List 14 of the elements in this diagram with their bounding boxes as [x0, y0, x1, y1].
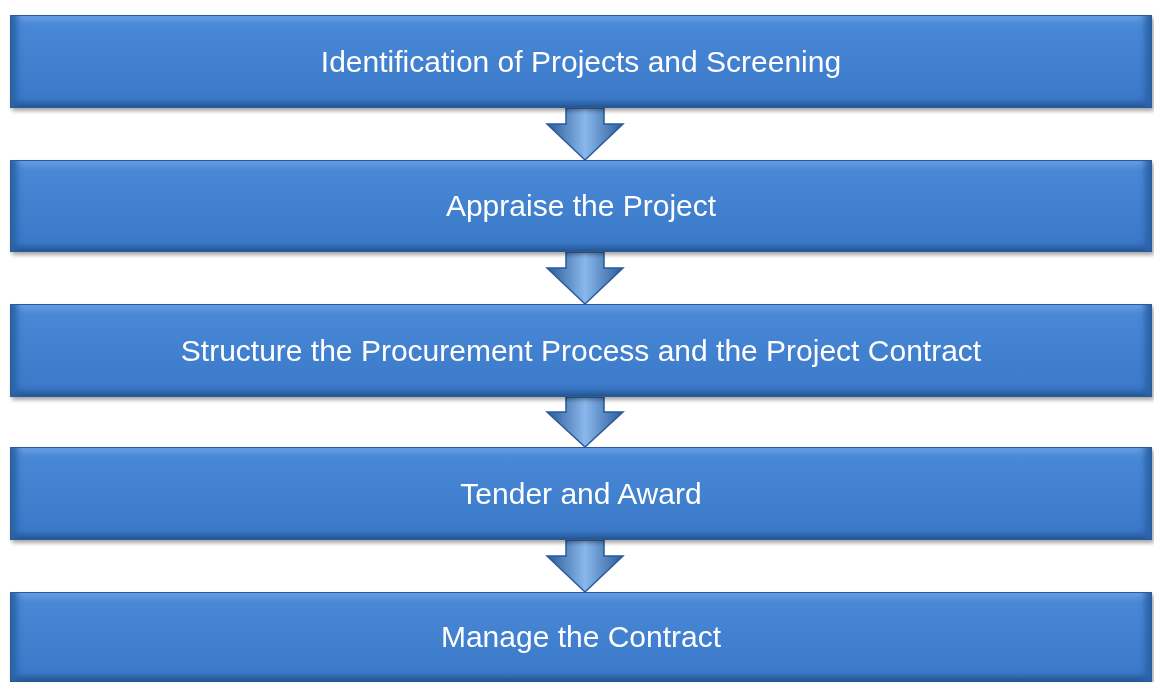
process-box [10, 15, 1152, 108]
process-box [10, 592, 1152, 682]
step-label: Identification of Projects and Screening [320, 44, 842, 79]
block-arrow [545, 539, 625, 594]
step-label: Tender and Award [460, 476, 702, 511]
process-box [10, 304, 1152, 397]
block-arrow [545, 251, 625, 306]
block-arrow [545, 396, 625, 448]
step-label: Appraise the Project [445, 189, 717, 223]
step-label: Structure the Procurement Process and the Project Contract [180, 333, 982, 368]
process-box [10, 447, 1152, 540]
step-label: Manage the Contract [440, 620, 722, 654]
block-arrow [545, 107, 625, 162]
process-box [10, 160, 1152, 252]
